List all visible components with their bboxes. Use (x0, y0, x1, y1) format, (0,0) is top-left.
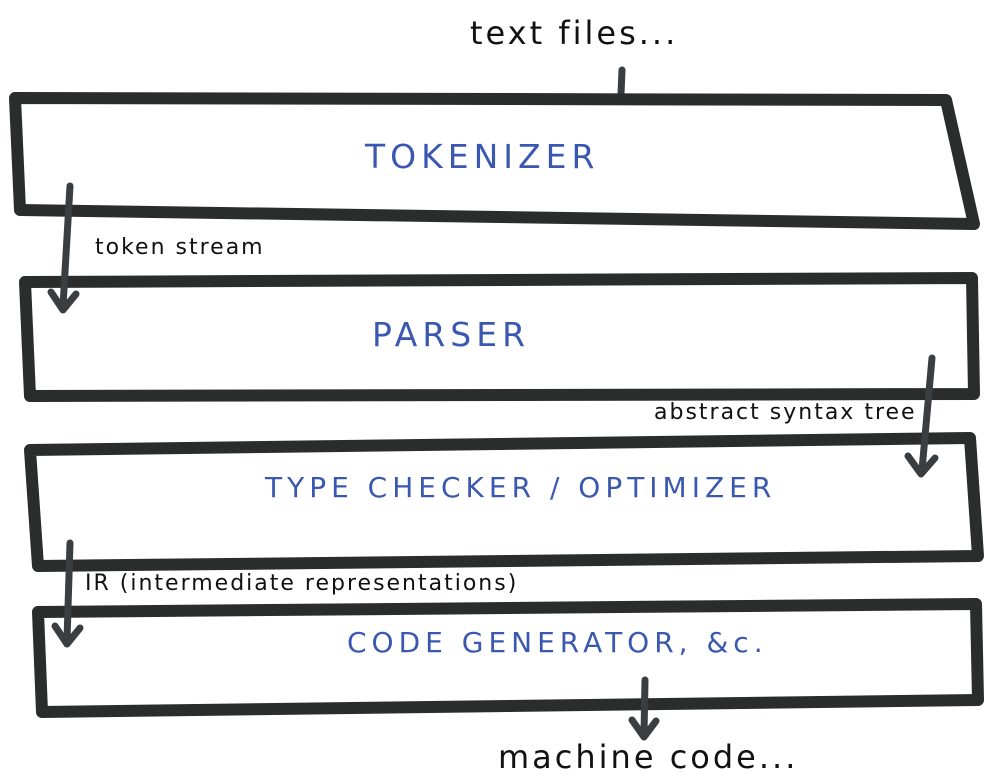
type-checker-optimizer-label: TYPE CHECKER / OPTIMIZER (264, 471, 776, 504)
tokenizer-label: TOKENIZER (364, 137, 599, 176)
abstract-syntax-tree-label: abstract syntax tree (654, 400, 917, 425)
output-arrow (628, 676, 660, 741)
code-generator-box (32, 598, 984, 718)
parser-box (19, 272, 980, 402)
parser-label: PARSER (372, 315, 530, 354)
output-label: machine code... (498, 738, 798, 776)
token-stream-arrow (47, 182, 80, 314)
ir-label: IR (intermediate representations) (85, 571, 518, 596)
type-checker-optimizer-box (24, 432, 984, 572)
input-label: text files... (470, 14, 678, 52)
abstract-syntax-tree-arrow (904, 354, 939, 478)
ir-arrow (51, 539, 84, 648)
tokenizer-box (9, 92, 980, 230)
token-stream-label: token stream (95, 235, 265, 260)
code-generator-label: CODE GENERATOR, &c. (347, 626, 768, 659)
